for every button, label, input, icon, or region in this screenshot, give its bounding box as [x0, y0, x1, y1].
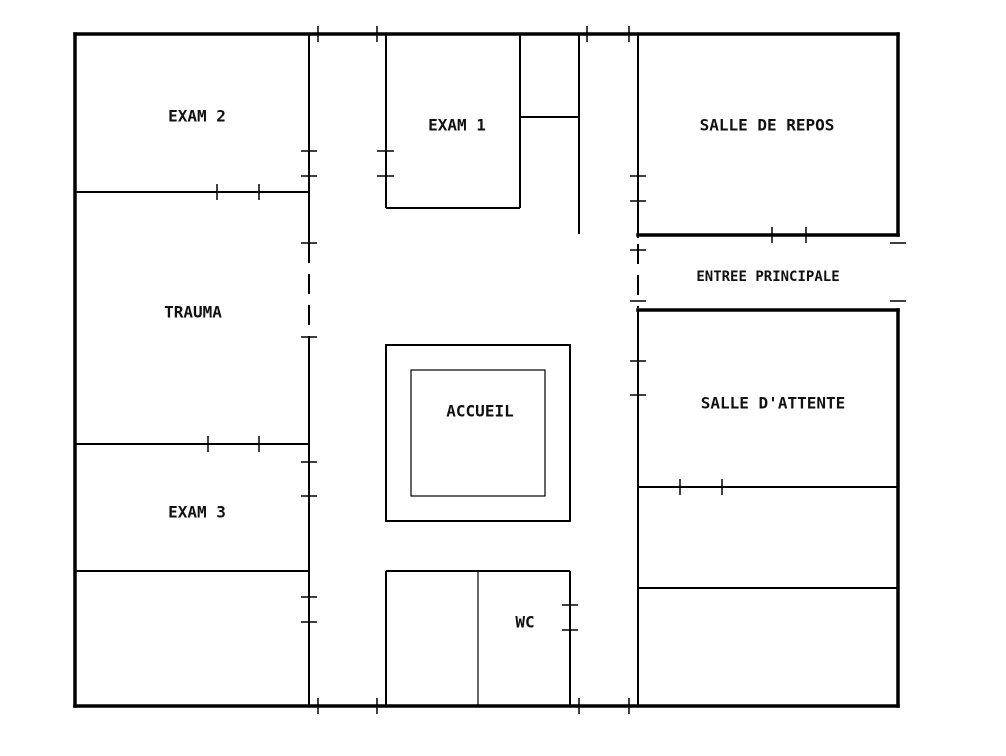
room-label-exam2: EXAM 2: [168, 107, 226, 126]
room-label-trauma: TRAUMA: [164, 303, 222, 322]
outer-walls: [73, 32, 900, 708]
wc-block: [385, 570, 571, 706]
room-labels: EXAM 2 EXAM 1 SALLE DE REPOS TRAUMA ENTR…: [164, 107, 845, 632]
room-label-exam1: EXAM 1: [428, 116, 486, 135]
reception-desk: [385, 344, 571, 522]
room-label-accueil: ACCUEIL: [446, 402, 513, 421]
room-label-exam3: EXAM 3: [168, 503, 226, 522]
room-label-salle-dattente: SALLE D'ATTENTE: [701, 394, 846, 413]
room-label-entree-principale: ENTREE PRINCIPALE: [696, 269, 839, 285]
door-markers: [207, 26, 906, 714]
exam1-walls: [385, 34, 580, 234]
room-label-salle-de-repos: SALLE DE REPOS: [700, 116, 835, 135]
left-room-partitions: [75, 191, 309, 572]
right-room-partitions: [636, 233, 900, 589]
room-label-wc: WC: [515, 613, 534, 632]
